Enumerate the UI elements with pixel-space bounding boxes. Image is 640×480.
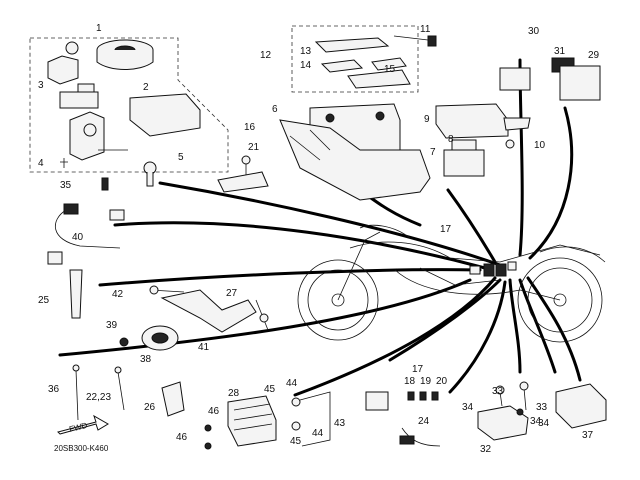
diagram-code: 20SB300-K460 [54,444,109,453]
callout-43: 43 [334,418,346,429]
sensor-part-32 [477,385,529,441]
callout-45-upper: 45 [264,384,276,395]
callout-4: 4 [38,158,44,169]
callout-46-lower: 46 [176,432,188,443]
callout-44-upper: 44 [286,378,298,389]
callout-22-23: 22,23 [86,392,111,403]
callout-21: 21 [248,142,260,153]
callout-20: 20 [436,376,448,387]
bolts-part-33 [516,381,529,416]
callout-17-upper: 17 [440,224,452,235]
callout-46-upper: 46 [208,406,220,417]
callout-18: 18 [404,376,416,387]
parts-17-20 [365,391,441,447]
callout-30: 30 [528,26,540,37]
callout-7: 7 [430,147,436,158]
callout-27: 27 [226,288,238,299]
callout-42: 42 [112,289,124,300]
module-part-37 [555,383,607,429]
callout-41: 41 [198,342,210,353]
callout-34-right: 34 [538,418,550,429]
wiring-harness [58,58,582,397]
parts-43-46 [204,391,331,450]
callout-39: 39 [106,320,118,331]
callout-33-left: 33 [492,386,504,397]
callout-38: 38 [140,354,152,365]
callout-29: 29 [588,50,600,61]
callout-31: 31 [554,46,566,57]
forward-arrow-icon [57,414,109,435]
callout-6: 6 [272,104,278,115]
callout-26: 26 [144,402,156,413]
callout-3: 3 [38,80,44,91]
parts-36-22-26 [72,364,185,421]
callout-24: 24 [418,416,430,427]
bolt-part-21 [217,155,269,193]
callout-34-mid: 34 [530,416,542,427]
nut-part-39 [119,337,129,347]
callout-33-right: 33 [536,402,548,413]
callout-5: 5 [178,152,184,163]
callout-34-left: 34 [462,402,474,413]
callout-8: 8 [448,134,454,145]
fwd-label: FWD [68,421,88,434]
key-part-5 [143,161,157,187]
callout-10: 10 [534,140,546,151]
callout-15: 15 [384,64,396,75]
callout-28: 28 [228,388,240,399]
connector-hub [469,261,517,277]
group-box-1 [29,37,229,173]
callout-2: 2 [143,82,149,93]
callout-36: 36 [48,384,60,395]
callout-32: 32 [480,444,492,455]
callout-labels: 1 2 3 4 5 6 7 8 9 10 11 12 13 14 15 16 1… [38,23,600,455]
callout-11: 11 [420,24,431,35]
bolt-part-25 [69,269,83,319]
callout-1: 1 [96,23,102,34]
harness-part-40 [47,203,125,265]
callout-13: 13 [300,46,312,57]
group-1-parts [47,39,201,191]
battery-box-part-16 [279,119,431,201]
callout-25: 25 [38,295,50,306]
callout-37: 37 [582,430,594,441]
rectifier-part-28 [227,395,277,447]
callout-35: 35 [60,180,72,191]
horn-part-38 [141,325,179,351]
callout-12: 12 [260,50,272,61]
relay-part-7 [443,139,485,177]
group-box-12 [291,25,419,93]
callout-16: 16 [244,122,256,133]
screw-part-10 [505,139,515,149]
group-12-parts [314,35,437,89]
callout-44-lower: 44 [312,428,324,439]
callout-17-lower: 17 [412,364,424,375]
callout-45-lower: 45 [290,436,302,447]
parts-29-31 [499,57,601,101]
callout-19: 19 [420,376,432,387]
callout-40: 40 [72,232,84,243]
motorcycle-outline [297,224,606,343]
bracket-part-27 [255,299,269,331]
callout-9: 9 [424,114,430,125]
bracket-part-41 [149,285,257,333]
callout-14: 14 [300,60,312,71]
module-part-9 [435,103,531,139]
